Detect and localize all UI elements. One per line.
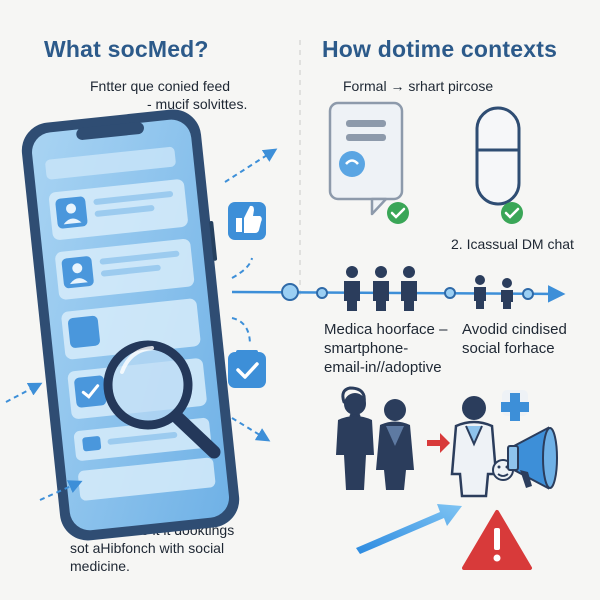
medical-line1: Medica hoorface – bbox=[324, 321, 448, 338]
thumbs-up-icon bbox=[228, 202, 266, 240]
arrow-icon bbox=[427, 433, 450, 453]
person-icon bbox=[344, 266, 513, 311]
right-heading: How dotime contexts bbox=[322, 36, 558, 62]
casual-label: 2. Icassual DM chat bbox=[451, 236, 574, 252]
left-heading: What socMed? bbox=[44, 36, 209, 62]
warning-icon bbox=[462, 510, 532, 570]
medical-line3: email-in//adoptive bbox=[324, 359, 442, 376]
medical-line2: smartphone- bbox=[324, 340, 409, 357]
check-icon bbox=[228, 350, 266, 388]
left-footer-line2: sot aHibfonch with social bbox=[70, 540, 225, 556]
dashed-arrows bbox=[5, 148, 278, 501]
avoid-line1: Avodid cindised bbox=[462, 321, 567, 338]
phone-icon bbox=[21, 109, 240, 541]
left-footer-line3: medicine. bbox=[70, 558, 130, 574]
avoid-line2: social forhace bbox=[462, 340, 555, 357]
magnifier-icon bbox=[103, 340, 221, 459]
left-caption-line1: Fntter que conied feed bbox=[90, 78, 231, 94]
pill-icon bbox=[475, 106, 523, 224]
arrow-icon bbox=[356, 504, 462, 554]
formal-label: Formal → srhart pircose bbox=[343, 78, 494, 94]
megaphone-icon bbox=[492, 426, 558, 490]
doctor-icon bbox=[450, 396, 498, 498]
chat-bubble-icon bbox=[328, 101, 409, 224]
left-caption-line2: - mucif solvittes. bbox=[147, 96, 248, 112]
person-icon bbox=[336, 393, 414, 490]
medical-cross-icon bbox=[501, 390, 529, 421]
